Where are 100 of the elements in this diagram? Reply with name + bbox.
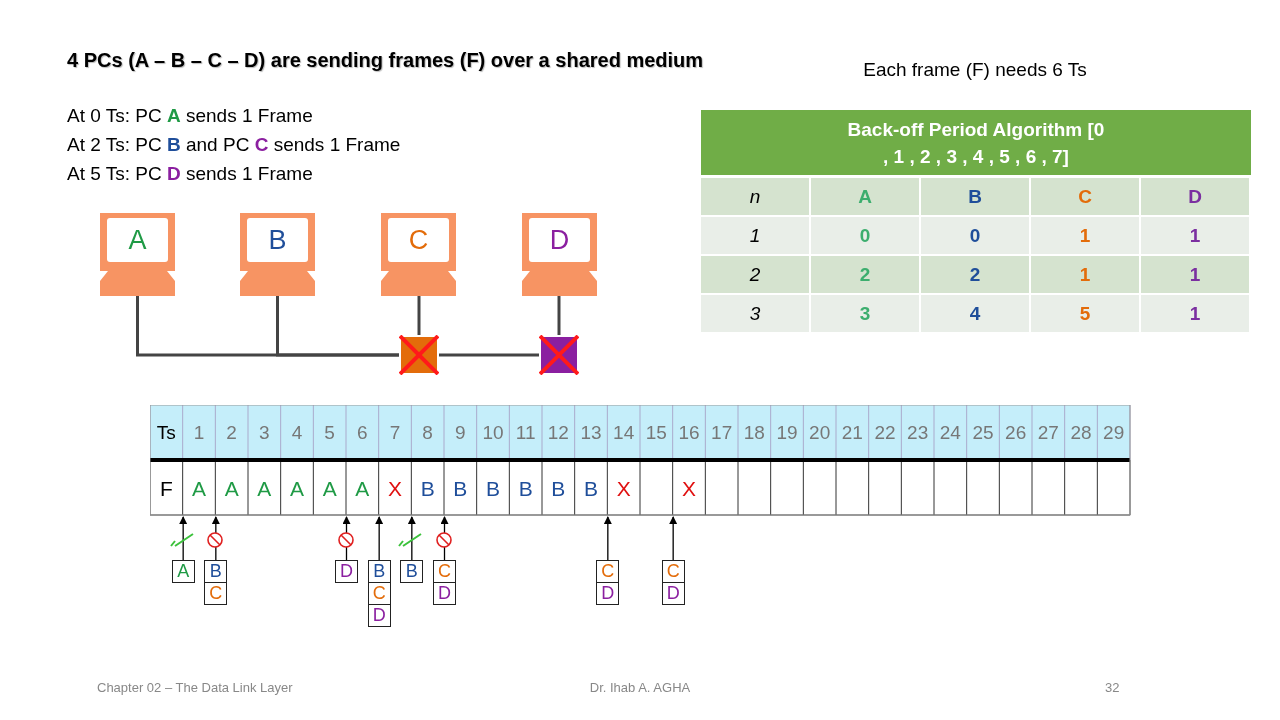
arrow: [407, 516, 416, 561]
frame-queue: [433, 560, 456, 605]
footer-text: 32: [1105, 678, 1120, 697]
timeline-header-cell-text: 8: [421, 421, 434, 445]
table-cell: 0: [921, 217, 1029, 254]
timeline-cell-text: X: [680, 475, 697, 502]
timeline-header-cell-text: 5: [323, 421, 336, 445]
queue-cell: C: [204, 582, 228, 605]
timeline-cell-text: A: [288, 475, 305, 502]
queue-cell: D: [367, 604, 391, 627]
frame-queue: [661, 560, 685, 605]
pc-label: B: [267, 223, 288, 257]
queue-cell: B: [367, 560, 391, 583]
table-cell: 3: [701, 295, 809, 332]
timeline-cell-text: B: [484, 475, 501, 502]
computer: [100, 213, 175, 296]
table-cell: 2: [921, 256, 1029, 293]
note-text: Each frame (F) needs 6 Ts: [862, 58, 1088, 82]
computer: [381, 213, 456, 296]
timeline-header-cell-text: 27: [1036, 421, 1060, 445]
timeline-header-cell-text: Ts: [155, 421, 177, 445]
arrow: [375, 516, 384, 561]
queue-cell: C: [661, 560, 685, 583]
queue-cell: D: [335, 560, 358, 583]
queue-cell: A: [171, 560, 195, 583]
table-cell: 2: [701, 256, 809, 293]
timeline-cell-text: X: [615, 475, 632, 502]
arrow: [342, 516, 351, 561]
timeline-cell-text: F: [158, 475, 174, 502]
table-cell: B: [921, 178, 1029, 215]
queue-cell: B: [204, 560, 228, 583]
timeline-header-cell-text: 24: [938, 421, 962, 445]
arrow: [440, 516, 449, 561]
timeline-cell-text: A: [190, 475, 207, 502]
timeline-header-cell-text: 10: [481, 421, 505, 445]
timeline-header-cell-text: 3: [258, 421, 271, 445]
timeline-header-cell-text: 18: [742, 421, 766, 445]
arrow: [211, 516, 220, 561]
queue-cell: D: [661, 582, 685, 605]
timeline-header-cell-text: 7: [388, 421, 402, 445]
collision-block: [399, 335, 439, 375]
frame-queue: [596, 560, 620, 605]
table-header-text: Back-off Period Algorithm [0 , 1 , 2 , 3 , 4 , 5 , 6 , 7]: [846, 118, 1106, 169]
timeline-header-cell-text: 19: [775, 421, 799, 445]
timeline-header-cell-text: 28: [1069, 421, 1093, 445]
timeline-header-cell-text: 17: [710, 421, 734, 445]
timeline-cell-text: A: [223, 475, 240, 502]
table-cell: D: [1141, 178, 1249, 215]
table-cell: 1: [1141, 295, 1249, 332]
timeline-header-cell-text: 22: [873, 421, 897, 445]
table-cell: C: [1031, 178, 1139, 215]
timeline-header-cell-text: 21: [840, 421, 864, 445]
timeline-header-cell-text: 16: [677, 421, 701, 445]
frame-queue: [367, 560, 391, 627]
network-cable: [276, 296, 399, 357]
table-cell: 1: [1141, 256, 1249, 293]
computer: [240, 213, 315, 296]
table-cell: 1: [1141, 217, 1249, 254]
timeline-cell-text: B: [419, 475, 436, 502]
slide-title: 4 PCs (A – B – C – D) are sending frames (F) over a shared medium: [67, 49, 704, 72]
table-cell: 5: [1031, 295, 1139, 332]
table-cell: n: [701, 178, 809, 215]
arrow: [603, 516, 612, 561]
timeline-header-cell-text: 4: [290, 421, 304, 445]
timeline-cell-text: A: [354, 475, 371, 502]
table-cell: 1: [701, 217, 809, 254]
table-cell: 3: [811, 295, 919, 332]
timeline-cell-text: B: [582, 475, 599, 502]
table-cell: 1: [1031, 256, 1139, 293]
footer-text: Dr. Ihab A. AGHA: [588, 678, 692, 697]
pc-label: C: [407, 223, 430, 257]
timeline-cell-text: A: [256, 475, 273, 502]
table-cell: 1: [1031, 217, 1139, 254]
arrow: [179, 516, 188, 561]
arrow: [669, 516, 678, 561]
instruction-text: At 5 Ts: PC D sends 1 Frame: [67, 162, 313, 186]
queue-cell: C: [367, 582, 391, 605]
queue-cell: B: [400, 560, 424, 583]
queue-cell: C: [596, 560, 620, 583]
timeline-header-cell-text: 23: [906, 421, 930, 445]
collision-block: [539, 335, 579, 375]
table-cell: 0: [811, 217, 919, 254]
network-cable: [417, 296, 421, 335]
pc-label: D: [548, 223, 571, 257]
instruction-text: At 0 Ts: PC A sends 1 Frame: [67, 104, 313, 128]
timeline-header-cell-text: 2: [225, 421, 238, 445]
timeline-header-cell-text: 9: [454, 421, 467, 445]
timeline-table: [150, 405, 1130, 516]
network-cable: [439, 353, 539, 357]
timeline-cell-text: B: [550, 475, 567, 502]
pc-label: A: [127, 223, 148, 257]
instruction-text: At 2 Ts: PC B and PC C sends 1 Frame: [67, 133, 401, 157]
timeline-header-cell-text: 20: [808, 421, 832, 445]
timeline-header-cell-text: 25: [971, 421, 995, 445]
timeline-cell-text: A: [321, 475, 338, 502]
queue-cell: D: [433, 582, 456, 605]
timeline-header-cell-text: 13: [579, 421, 603, 445]
timeline-cell-text: X: [386, 475, 403, 502]
table-cell: 4: [921, 295, 1029, 332]
footer-text: Chapter 02 – The Data Link Layer: [97, 678, 293, 697]
